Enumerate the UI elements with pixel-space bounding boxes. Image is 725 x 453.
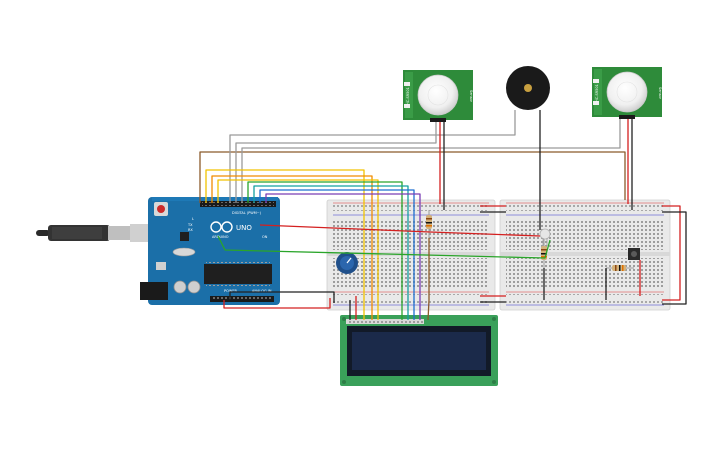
led-on-label: ON: [262, 235, 268, 239]
lcd-screen: [352, 332, 486, 370]
digital-header-label: DIGITAL (PWM~): [232, 211, 262, 215]
wire-purple: [265, 193, 421, 320]
atmega-chip: [204, 264, 272, 284]
resistor-1: [426, 210, 432, 238]
breadboard-2: [499, 199, 671, 311]
reset-icon: [157, 205, 165, 213]
buzzer-icon: [524, 84, 532, 92]
pir-dome-icon: [606, 71, 648, 113]
wire-green: [247, 181, 403, 320]
wire-teal: [253, 185, 409, 320]
wires: [199, 110, 687, 321]
wire-green-led: [217, 235, 551, 259]
led: [539, 228, 551, 246]
arduino-logo-icon: [210, 221, 222, 233]
pir-2-label-right: Sensor: [658, 87, 662, 100]
arduino-uno-board[interactable]: DIGITAL (PWM~) UNO ARDUINO L TX RX ON PO…: [140, 197, 280, 305]
capacitor-2: [187, 280, 201, 294]
board-maker-label: ARDUINO: [212, 235, 229, 239]
wire-brown: [199, 151, 626, 203]
analog-header-label: ANALOG IN: [252, 289, 272, 293]
wire-grey-1: [229, 110, 516, 203]
pir-sensor-2[interactable]: HC-SR501 Sensor: [592, 67, 662, 119]
wire-red-side: [662, 205, 681, 301]
button-icon: [631, 251, 637, 257]
piezo-buzzer[interactable]: [506, 66, 550, 110]
power-jack: [140, 282, 168, 300]
wire-red-led: [259, 224, 541, 237]
pir-1-label-left: HC-SR501: [406, 87, 410, 105]
led-tx-label: TX: [187, 223, 193, 227]
pir-sensor-1[interactable]: HC-SR501 Sensor: [403, 70, 473, 122]
led-l-label: L: [192, 217, 194, 221]
led-rx-label: RX: [188, 228, 193, 232]
push-button[interactable]: [628, 248, 640, 260]
power-header-label: POWER: [224, 289, 238, 293]
wire-yellow-2: [217, 179, 379, 320]
usb-cable: [36, 224, 150, 242]
knob-icon: [346, 257, 352, 264]
pir-2-label-left: HC-SR501: [595, 84, 599, 102]
wire-black-gnd: [229, 291, 335, 303]
wire-grey-2: [235, 122, 437, 203]
resistor-3: [606, 265, 634, 271]
wire-yellow: [205, 169, 365, 320]
potentiometer[interactable]: [336, 252, 358, 274]
pir-1-label-right: Sensor: [469, 90, 473, 103]
wire-red-5v: [223, 298, 331, 309]
capacitor-1: [173, 280, 187, 294]
board-model-label: UNO: [236, 224, 252, 232]
pir-dome-icon: [417, 74, 459, 116]
wire-orange: [211, 175, 373, 320]
wire-brown-res1: [427, 238, 430, 321]
crystal-oscillator: [172, 247, 196, 257]
wire-black-side: [662, 211, 687, 305]
lcd-display[interactable]: [340, 315, 498, 386]
